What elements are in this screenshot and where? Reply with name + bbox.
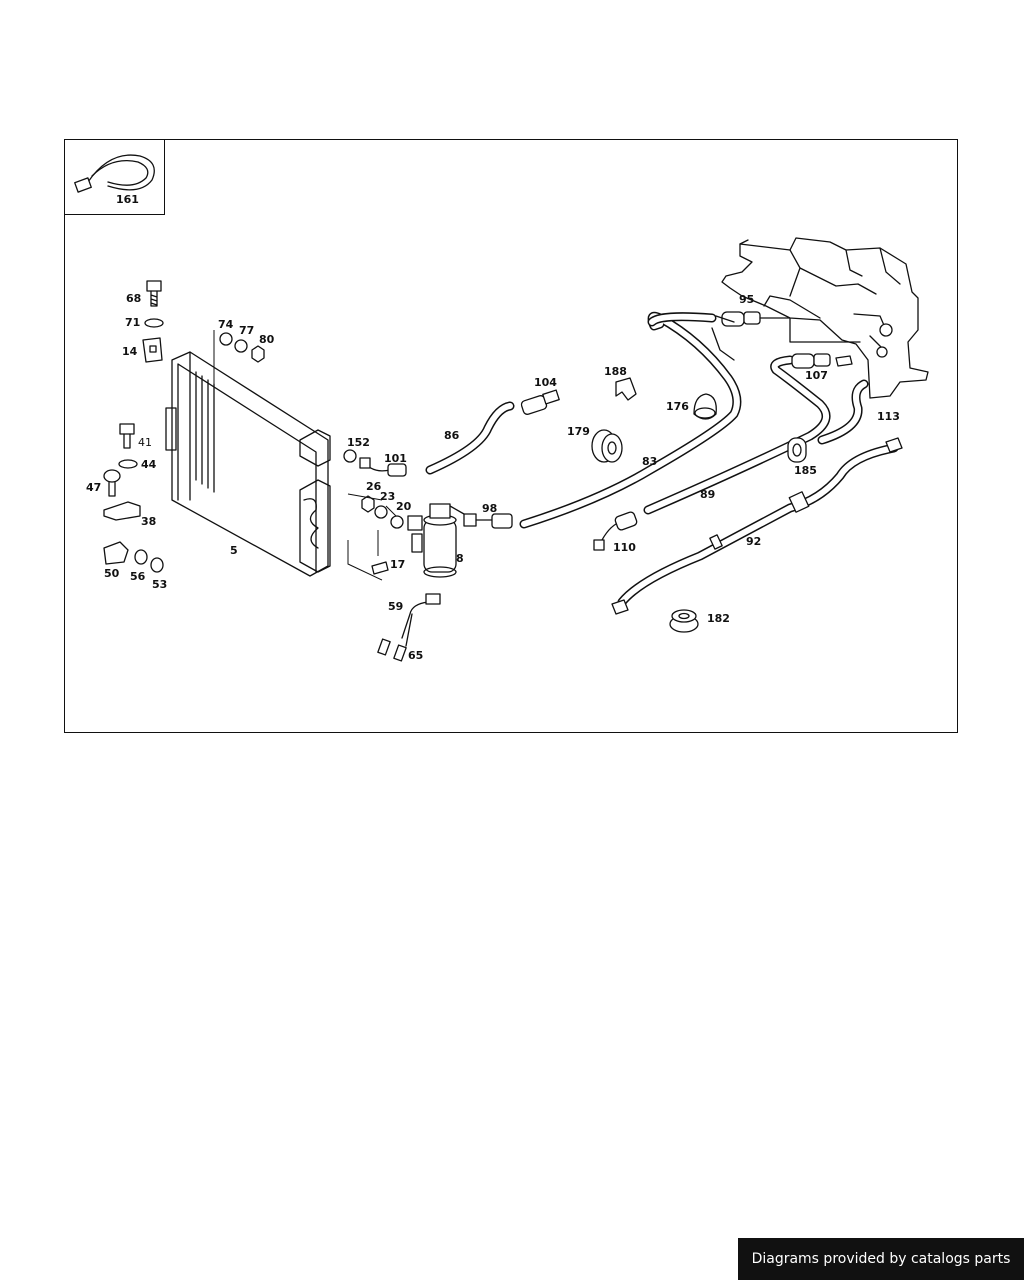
label-188: 188 — [604, 365, 627, 378]
label-95: 95 — [739, 293, 754, 306]
label-38: 38 — [141, 515, 156, 528]
label-17: 17 — [390, 558, 405, 571]
label-5: 5 — [230, 544, 238, 557]
part-59-sensor-cable[interactable] — [401, 593, 441, 647]
part-185-mount[interactable] — [787, 437, 807, 463]
label-98: 98 — [482, 502, 497, 515]
label-110: 110 — [613, 541, 636, 554]
label-71: 71 — [125, 316, 140, 329]
part-95-fitting[interactable] — [721, 311, 761, 327]
label-113: 113 — [877, 410, 900, 423]
part-68-bolt[interactable] — [146, 280, 162, 307]
label-107: 107 — [805, 369, 828, 382]
part-161-cable-tie[interactable] — [74, 154, 155, 193]
compressor-assembly — [711, 237, 929, 399]
label-41: 41 — [138, 436, 152, 449]
part-53-spring-washer[interactable] — [150, 557, 164, 573]
label-92: 92 — [746, 535, 761, 548]
label-56: 56 — [130, 570, 146, 583]
part-152-o-ring[interactable] — [343, 449, 357, 463]
label-161: 161 — [116, 193, 139, 206]
label-47: 47 — [86, 481, 101, 494]
diagram-frame — [64, 139, 958, 733]
label-50: 50 — [104, 567, 120, 580]
part-107-fitting[interactable] — [791, 353, 853, 369]
label-23: 23 — [380, 490, 395, 503]
label-74: 74 — [218, 318, 234, 331]
part-50-clip[interactable] — [103, 541, 129, 565]
label-26: 26 — [366, 480, 382, 493]
part-20-washer[interactable] — [390, 515, 404, 529]
part-65-connector[interactable] — [377, 638, 407, 662]
part-80-nut[interactable] — [251, 345, 265, 363]
label-59: 59 — [388, 600, 403, 613]
leader-lines-17 — [347, 530, 383, 581]
label-182: 182 — [707, 612, 730, 625]
part-86-hose[interactable] — [425, 401, 515, 475]
part-104-fitting[interactable] — [520, 389, 560, 415]
label-104: 104 — [534, 376, 557, 389]
part-113-hose[interactable] — [817, 379, 869, 445]
label-53: 53 — [152, 578, 167, 591]
part-41-bolt[interactable] — [119, 423, 135, 449]
part-8-receiver-drier[interactable] — [407, 503, 465, 578]
part-89-hose[interactable] — [643, 355, 831, 515]
label-8: 8 — [456, 552, 464, 565]
part-5-condenser[interactable] — [165, 330, 331, 577]
part-77-spring-washer[interactable] — [234, 339, 248, 353]
leader-lines-26-23 — [347, 493, 397, 517]
part-17-rubber-mount[interactable] — [371, 561, 389, 575]
part-182-grommet[interactable] — [669, 609, 699, 633]
part-83-hose[interactable] — [519, 311, 742, 529]
part-101-fitting[interactable] — [359, 457, 407, 477]
label-179: 179 — [567, 425, 590, 438]
label-44: 44 — [141, 458, 157, 471]
part-92-pressure-line[interactable] — [611, 437, 903, 615]
part-26-nut[interactable] — [361, 495, 375, 513]
part-98-fitting[interactable] — [463, 513, 513, 529]
part-188-clip[interactable] — [615, 377, 637, 401]
part-47-bolt[interactable] — [103, 469, 121, 497]
label-65: 65 — [408, 649, 423, 662]
label-86: 86 — [444, 429, 460, 442]
label-89: 89 — [700, 488, 715, 501]
label-152: 152 — [347, 436, 370, 449]
part-38-bracket[interactable] — [103, 501, 141, 521]
part-56-washer[interactable] — [134, 549, 148, 565]
part-179-mount[interactable] — [591, 429, 623, 463]
part-44-washer[interactable] — [118, 459, 138, 469]
credit-banner: Diagrams provided by catalogs parts — [738, 1238, 1024, 1280]
inset-box-cable-tie — [64, 139, 165, 215]
label-77: 77 — [239, 324, 254, 337]
part-74-washer[interactable] — [219, 332, 233, 346]
label-68: 68 — [126, 292, 141, 305]
part-14-bracket[interactable] — [142, 337, 163, 363]
label-83: 83 — [642, 455, 657, 468]
part-110-fitting[interactable] — [593, 511, 638, 551]
label-176: 176 — [666, 400, 689, 413]
label-14: 14 — [122, 345, 138, 358]
part-71-washer[interactable] — [144, 318, 164, 328]
label-20: 20 — [396, 500, 412, 513]
part-176-grommet[interactable] — [693, 393, 717, 420]
label-185: 185 — [794, 464, 817, 477]
label-101: 101 — [384, 452, 407, 465]
label-80: 80 — [259, 333, 275, 346]
part-23-washer[interactable] — [374, 505, 388, 519]
